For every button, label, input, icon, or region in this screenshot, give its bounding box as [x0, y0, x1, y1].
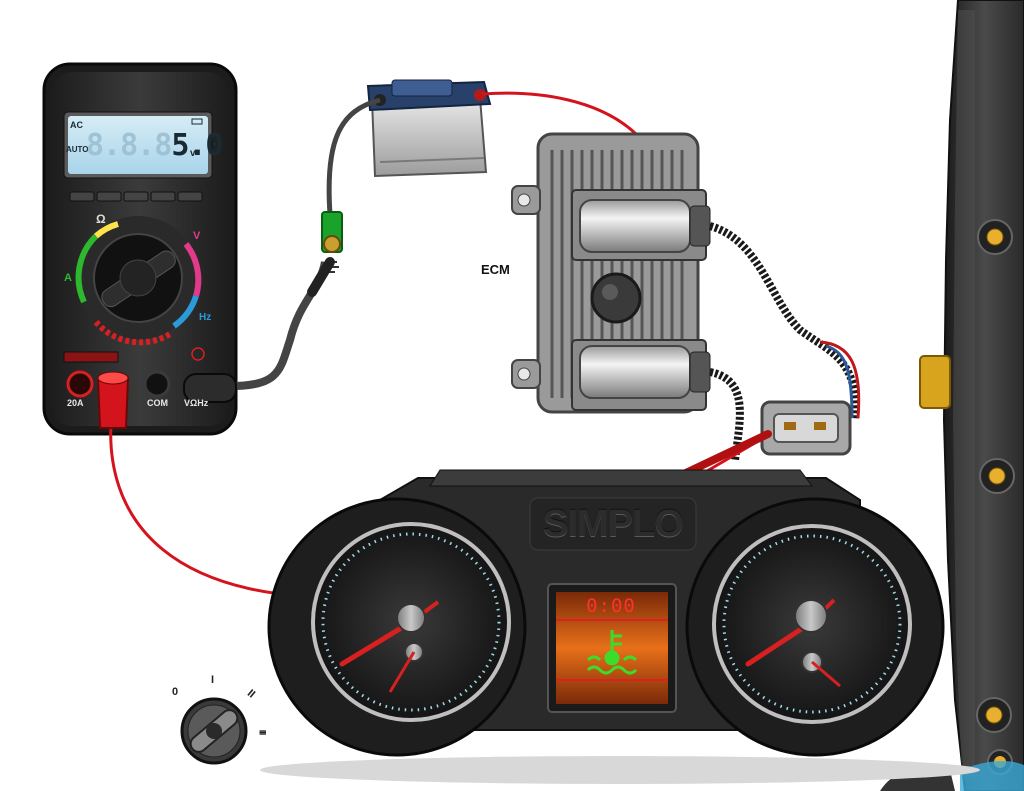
- display-value: 5.0: [171, 128, 223, 163]
- coolant-temperature-icon: [586, 630, 638, 675]
- display-ac-indicator: AC: [70, 120, 83, 130]
- engine-bolt: [976, 697, 1012, 733]
- dial-v-label: V: [193, 230, 201, 242]
- dial-ohm-label: Ω: [96, 212, 106, 226]
- dial-hz-label: Hz: [199, 312, 212, 323]
- port-20a-label: 20A: [67, 398, 84, 408]
- ignition-switch[interactable]: [180, 697, 248, 765]
- port-com-label: COM: [147, 398, 168, 408]
- multimeter-display: [68, 116, 208, 174]
- engine-bolt: [979, 458, 1015, 494]
- battery-ecm-wire: [481, 91, 638, 136]
- sensor-connector: [760, 400, 852, 456]
- display-auto-indicator: AUTO: [66, 145, 89, 154]
- ground-terminal: [321, 211, 343, 273]
- black-probe-plug[interactable]: [183, 373, 237, 403]
- ignition-position-3: III: [257, 729, 268, 735]
- cluster-brand-logo: SIMPLO: [543, 503, 684, 545]
- engine-block: [880, 0, 1024, 791]
- ecm-module: [511, 132, 711, 414]
- port-v-label: VΩHz: [184, 398, 209, 408]
- port-20a[interactable]: [66, 370, 94, 398]
- battery: [366, 79, 492, 178]
- display-unit: v: [190, 148, 196, 159]
- instrument-cluster: [260, 469, 980, 784]
- multimeter-reading: 8.8.85.0: [86, 128, 224, 164]
- dial-a-label: A: [64, 272, 72, 284]
- ignition-position-0: 0: [172, 686, 179, 698]
- port-com[interactable]: [143, 370, 171, 398]
- left-gauge: [267, 497, 527, 757]
- battery-ground-wire: [326, 97, 381, 215]
- function-buttons[interactable]: [69, 191, 203, 202]
- display-ghost-digits: 8.8.8: [86, 128, 172, 163]
- red-probe-plug[interactable]: [96, 371, 130, 429]
- cluster-clock: 0:00: [586, 595, 636, 617]
- ignition-position-1: I: [211, 674, 215, 686]
- black-test-lead: [229, 261, 329, 390]
- ecm-label: ECM: [481, 262, 510, 277]
- engine-bolt: [977, 219, 1013, 255]
- multimeter: [42, 62, 238, 436]
- right-gauge: [685, 497, 945, 757]
